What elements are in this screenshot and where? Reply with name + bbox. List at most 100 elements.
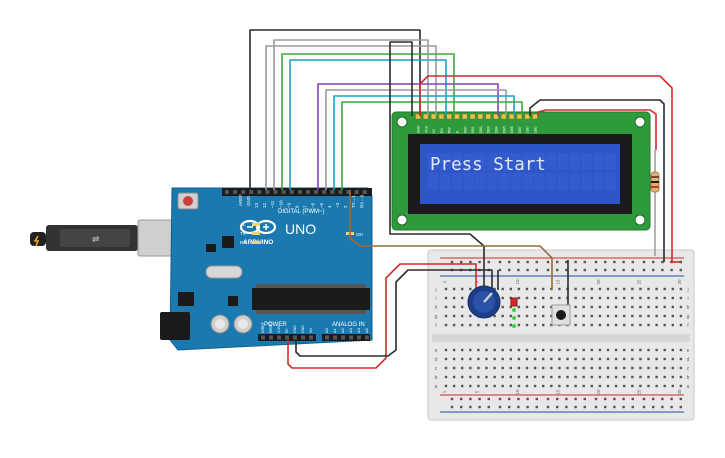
lcd-pin: [423, 113, 429, 120]
power-pin-label: Vin: [309, 328, 313, 333]
bb-col-number: 10: [515, 389, 520, 395]
lcd-pin: [485, 113, 491, 120]
analog-pin-label: A1: [332, 327, 337, 333]
digital-pin-label: 12: [262, 202, 267, 208]
bb-row-letter: e: [687, 348, 690, 354]
bb-col-number: 30: [677, 279, 682, 285]
bb-row-letter: d: [435, 357, 438, 363]
digital-pin-label: 13: [254, 202, 259, 208]
power-pin-label: RESET: [269, 320, 273, 333]
lcd-pin: [477, 113, 484, 120]
resistor: [650, 150, 660, 256]
rx-led-label: RX: [240, 240, 246, 245]
lcd-pin: [446, 113, 452, 120]
digital-pin-label: ~6: [311, 202, 316, 208]
digital-pin-label: 4: [327, 205, 332, 208]
lcd-character-cells: [428, 153, 616, 190]
bb-col-number: 10: [515, 279, 520, 285]
bb-row-letter: c: [687, 366, 690, 372]
bb-row-letter: d: [687, 357, 690, 363]
bb-row-letter: c: [435, 366, 438, 372]
power-pin-label: GND: [293, 325, 297, 333]
lcd-pin-label: RW: [448, 127, 452, 133]
analog-pin-label: A3: [348, 327, 353, 333]
analog-pin-label: A0: [324, 327, 329, 333]
digital-pin-label: ~9: [286, 202, 291, 208]
lcd-pin: [430, 113, 437, 120]
lcd-pin: [532, 113, 538, 120]
lcd-pin: [462, 113, 468, 120]
bb-row-letter: g: [687, 314, 690, 320]
lcd-pin-label: DB3: [487, 126, 491, 133]
potentiometer: [467, 285, 501, 319]
bb-row-letter: j: [434, 287, 436, 293]
digital-pin-label: ~10: [278, 200, 283, 208]
analog-header-label: ANALOG IN: [332, 322, 365, 328]
wire: [537, 109, 657, 150]
bb-row-letter: i: [687, 296, 688, 302]
bb-row-letter: b: [687, 375, 690, 381]
led-indicator: [510, 297, 518, 328]
lcd-message: Press Start: [430, 155, 546, 175]
bb-col-number: 30: [677, 389, 682, 395]
on-led-label: ON: [356, 232, 363, 237]
lcd-pin-label: DB6: [510, 126, 514, 133]
wire: [295, 269, 493, 357]
lcd-pin-label: LED: [526, 126, 530, 133]
bb-row-letter: a: [435, 384, 438, 390]
lcd-pin: [415, 113, 421, 120]
wire: [281, 53, 455, 190]
lcd-pin: [438, 113, 445, 120]
bb-row-letter: h: [435, 305, 438, 311]
digital-pin-label: TX→1: [351, 195, 356, 208]
wire: [265, 45, 437, 190]
wire: [333, 95, 515, 190]
wire: [317, 83, 499, 190]
wire: [287, 263, 477, 369]
wire: [325, 89, 507, 190]
lcd-pin: [501, 113, 507, 120]
push-button: [551, 304, 571, 326]
lcd-pin-label: DB4: [495, 126, 499, 133]
lcd-pin-label: E: [456, 130, 460, 133]
aref-label: AREF: [238, 194, 243, 206]
digital-header-label: DIGITAL (PWM~): [278, 209, 325, 215]
lcd-pin-label: GND: [417, 125, 421, 133]
digital-pin-label: RX←0: [359, 194, 364, 208]
bb-col-number: 1: [442, 280, 447, 283]
l-led-label: L: [243, 222, 246, 227]
analog-pin-label: A2: [340, 327, 345, 333]
wire: [273, 39, 429, 190]
bb-row-letter: j: [686, 287, 688, 293]
digital-pin-label: ~3: [335, 202, 340, 208]
digital-pin-label: ~11: [270, 200, 275, 208]
lcd-pin: [524, 113, 530, 120]
bb-col-number: 15: [555, 279, 560, 285]
digital-pin-label: 2: [343, 205, 348, 208]
lcd-pin: [508, 113, 515, 120]
gnd-label: GND: [246, 195, 251, 206]
wire: [341, 101, 523, 190]
analog-pin-label: A4: [356, 327, 361, 333]
lcd-pin: [454, 113, 460, 120]
bb-col-number: 1: [442, 390, 447, 393]
lcd-pin: [493, 113, 499, 120]
bb-col-number: 25: [636, 389, 641, 395]
lcd-pin-label: DB5: [502, 126, 506, 133]
digital-pin-label: ~5: [319, 202, 324, 208]
wire: [419, 75, 673, 262]
bb-row-letter: i: [435, 296, 436, 302]
lcd-pin-label: DB7: [518, 126, 522, 133]
bb-row-letter: h: [687, 305, 690, 311]
bb-col-number: 5: [474, 280, 479, 283]
lcd-pin: [469, 113, 476, 120]
lcd-pin-label: DB0: [463, 126, 467, 133]
bb-row-letter: f: [687, 323, 689, 329]
power-pin-label: 5V: [285, 328, 289, 333]
power-pin-label: IOREF: [261, 321, 265, 333]
lcd-pin-label: RS: [440, 128, 444, 133]
power-header-label: POWER: [264, 322, 287, 328]
